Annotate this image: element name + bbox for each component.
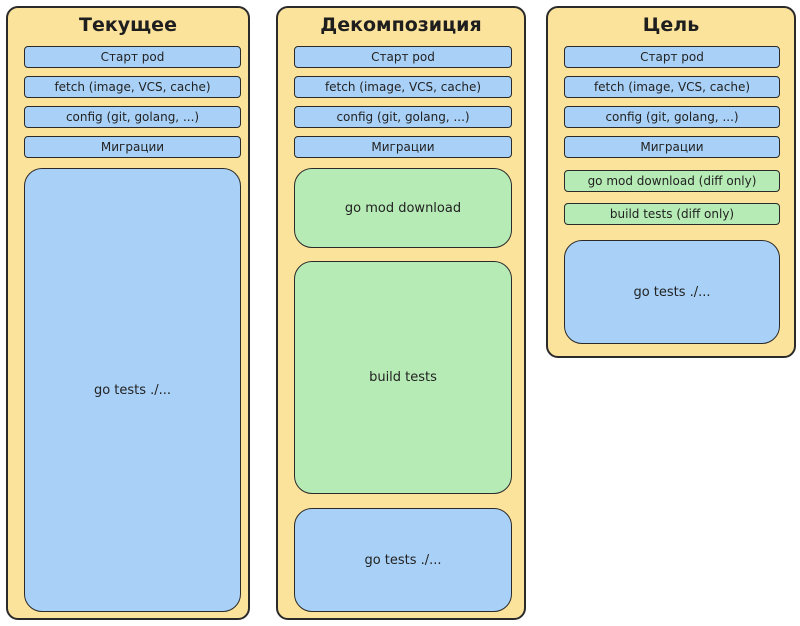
step-fetch: fetch (image, VCS, cache) [564, 76, 780, 98]
step-go-mod-download: go mod download [294, 168, 512, 248]
step-go-mod-download: go mod download (diff only) [564, 170, 780, 192]
step-config: config (git, golang, ...) [24, 106, 241, 128]
step-migrations: Миграции [564, 136, 780, 158]
column-goal: Цель Старт pod fetch (image, VCS, cache)… [546, 6, 796, 358]
column-decomposition: Декомпозиция Старт pod fetch (image, VCS… [276, 6, 526, 620]
step-build-tests: build tests (diff only) [564, 203, 780, 225]
column-title: Цель [642, 14, 700, 36]
step-migrations: Миграции [294, 136, 512, 158]
column-title: Декомпозиция [320, 14, 482, 36]
column-current: Текущее Старт pod fetch (image, VCS, cac… [6, 6, 250, 620]
step-fetch: fetch (image, VCS, cache) [294, 76, 512, 98]
step-go-tests: go tests ./... [24, 168, 241, 612]
step-pod-start: Старт pod [294, 46, 512, 68]
step-config: config (git, golang, ...) [294, 106, 512, 128]
step-build-tests: build tests [294, 261, 512, 494]
step-go-tests: go tests ./... [294, 508, 512, 612]
step-pod-start: Старт pod [564, 46, 780, 68]
step-fetch: fetch (image, VCS, cache) [24, 76, 241, 98]
step-migrations: Миграции [24, 136, 241, 158]
step-config: config (git, golang, ...) [564, 106, 780, 128]
step-go-tests: go tests ./... [564, 240, 780, 344]
step-pod-start: Старт pod [24, 46, 241, 68]
column-title: Текущее [79, 14, 177, 36]
